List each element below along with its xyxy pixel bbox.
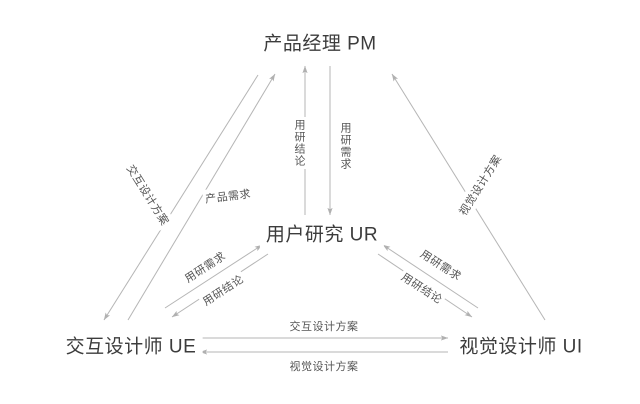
edge-line-pm-to-ue-inner bbox=[127, 73, 276, 321]
node-label-ur: 用户研究 UR bbox=[259, 217, 385, 249]
node-label-ui: 视觉设计师 UI bbox=[453, 329, 589, 361]
edge-label-ue-ui-upper: 交互设计方案 bbox=[287, 317, 361, 335]
edge-line-ue-to-ur bbox=[164, 244, 263, 309]
node-label-pm: 产品经理 PM bbox=[257, 26, 383, 58]
edge-line-ui-to-ur bbox=[382, 244, 479, 309]
edge-line-ue-to-pm-outer bbox=[103, 74, 259, 321]
edge-label-ue-ui-lower: 视觉设计方案 bbox=[287, 357, 361, 375]
node-label-ue: 交互设计师 UE bbox=[59, 329, 203, 361]
edge-label-pm-ur-left: 用研结论 bbox=[290, 117, 308, 169]
edge-label-pm-ur-right: 用研需求 bbox=[336, 120, 354, 172]
